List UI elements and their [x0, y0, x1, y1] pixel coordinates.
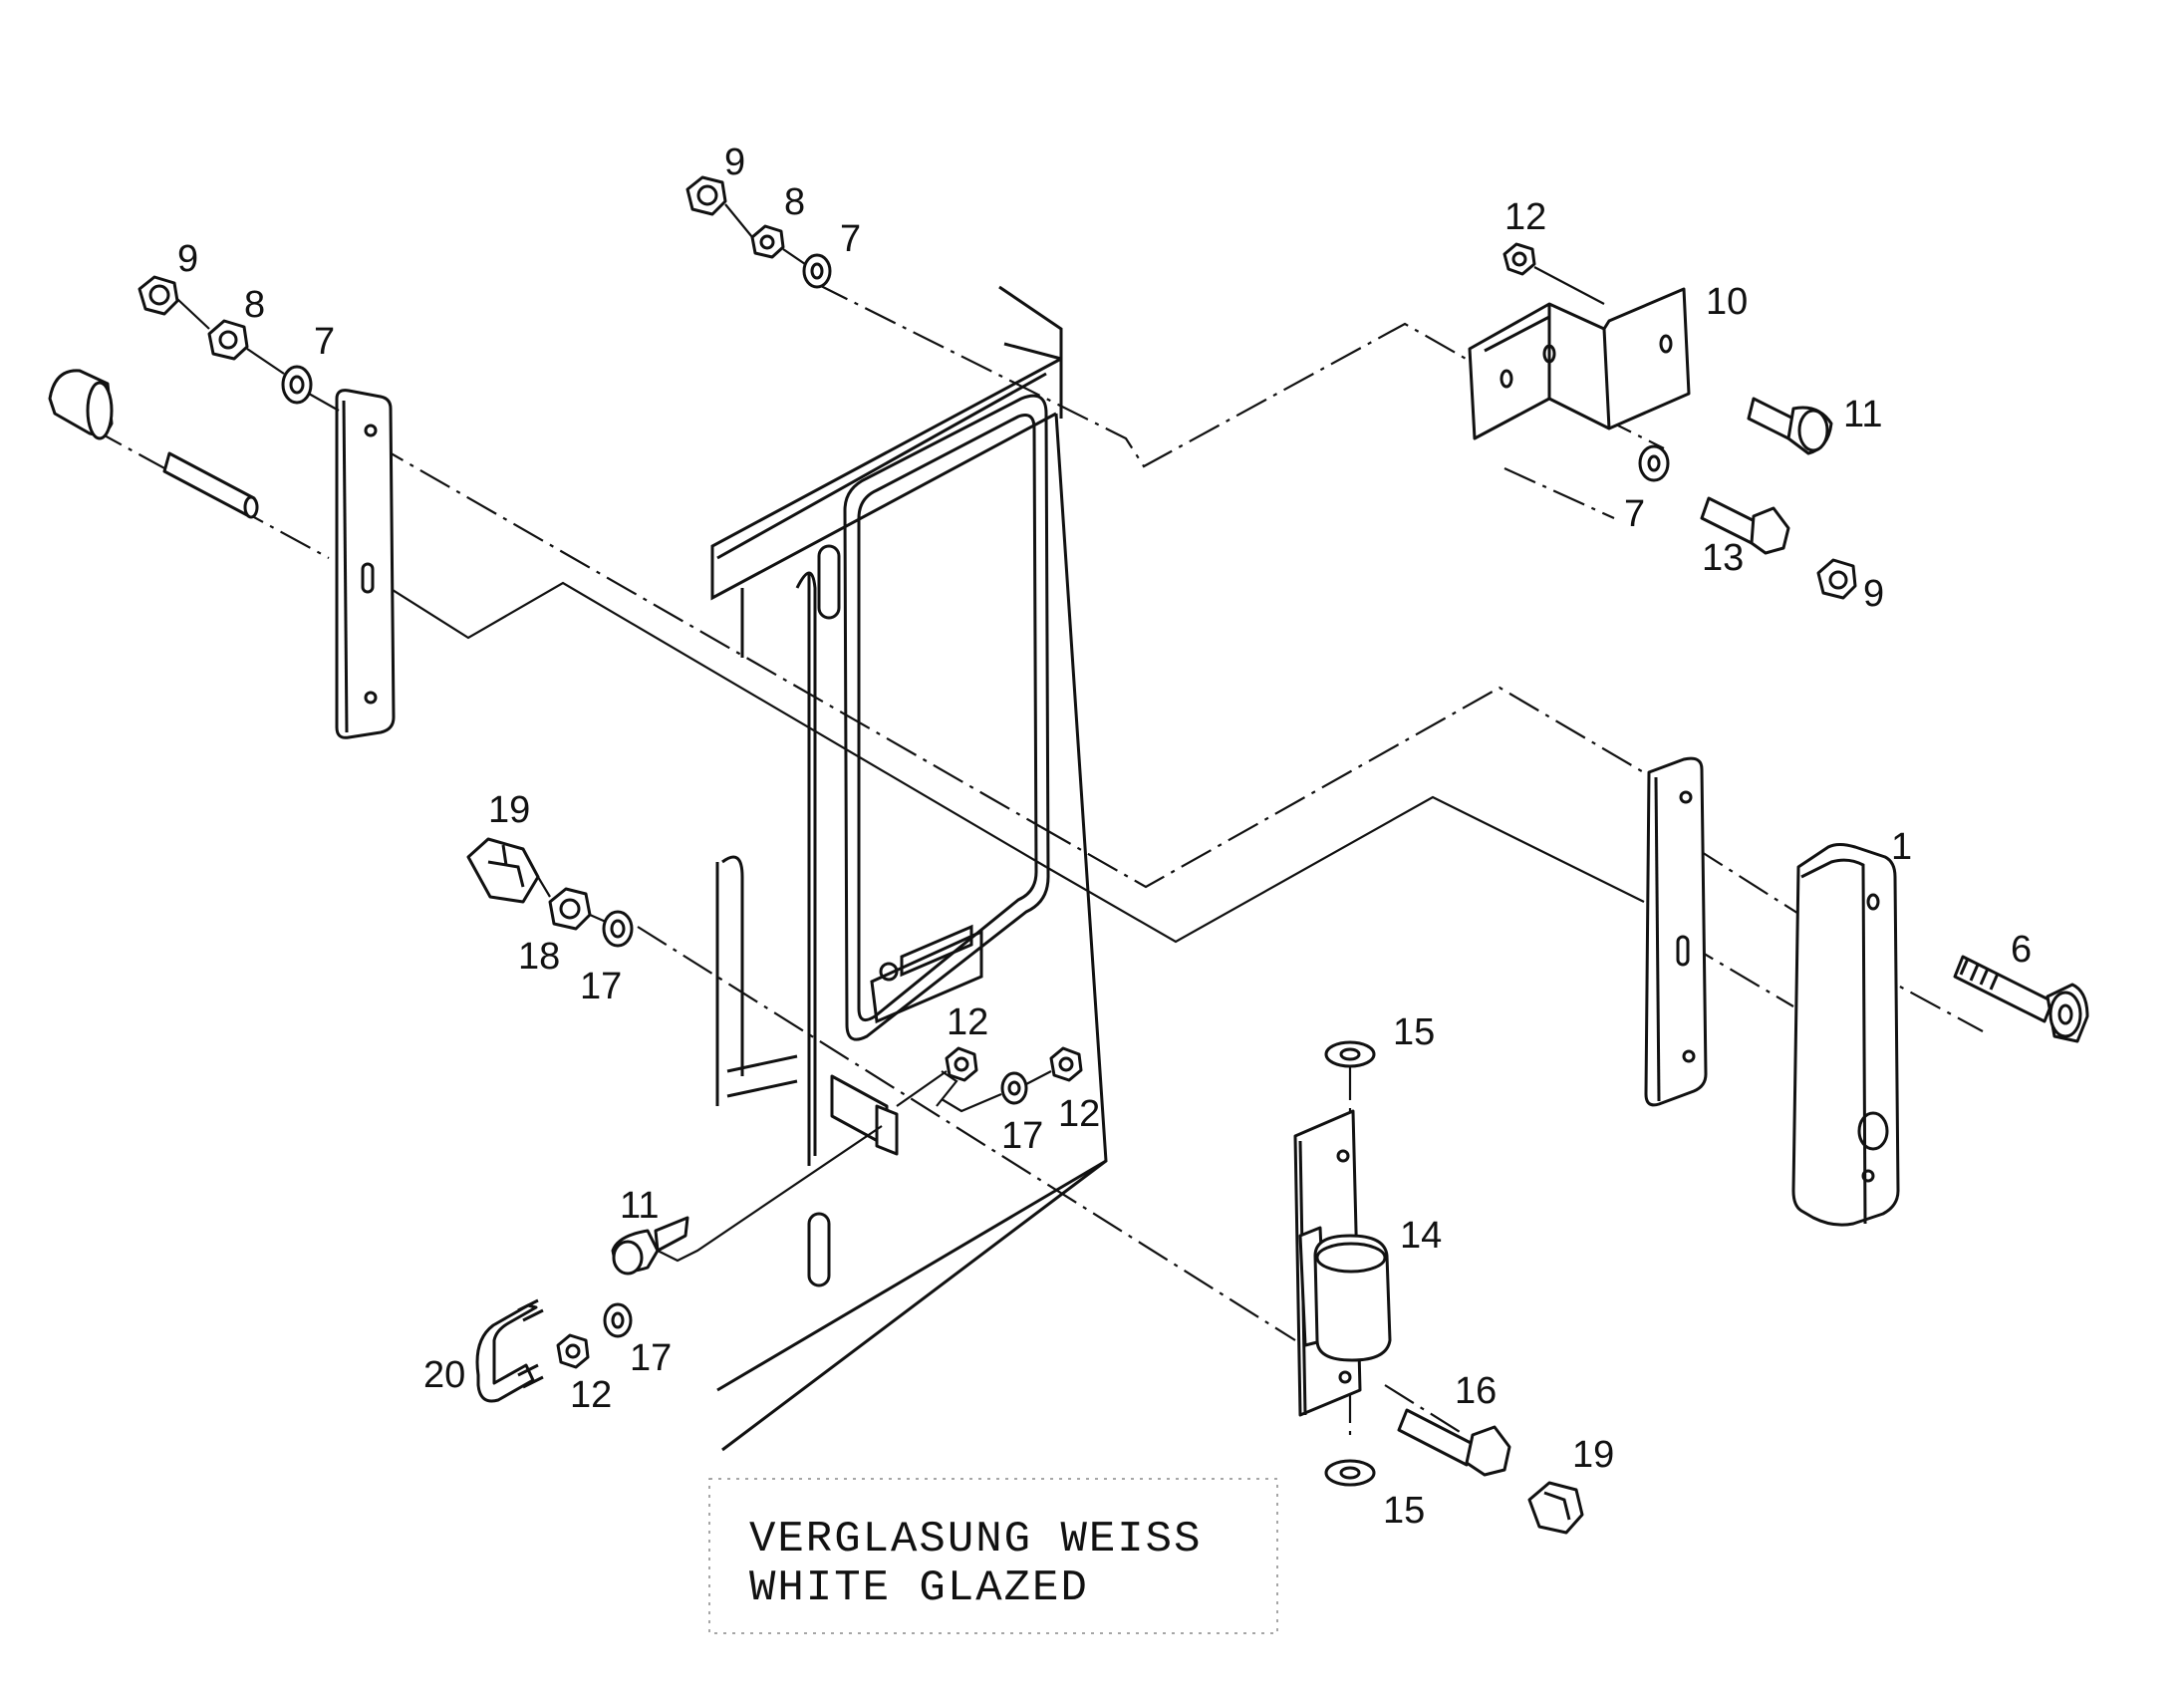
nut-12-mid: [945, 1046, 978, 1082]
bolt-13: [1700, 496, 1790, 555]
u-bolt-20: [475, 1298, 544, 1403]
nut-12-mid-right: [1049, 1046, 1083, 1082]
nut-8-top: [750, 224, 785, 259]
callout-17-lower: 17: [630, 1337, 672, 1379]
washer-17-left: [602, 910, 634, 948]
bolt-16: [1397, 1408, 1511, 1477]
washer-17-lower: [603, 1302, 633, 1338]
callout-13: 13: [1702, 537, 1744, 579]
bolt-11-lower: [611, 1216, 689, 1276]
nut-12-lower: [556, 1333, 590, 1369]
callout-6: 6: [2011, 929, 2032, 971]
washer-15-top: [1324, 1040, 1376, 1068]
callout-17-left: 17: [580, 966, 622, 1007]
callout-20: 20: [423, 1354, 465, 1396]
nut-18: [548, 887, 592, 931]
cap-nut-9-left: [137, 275, 179, 316]
nut-12-top: [1502, 242, 1536, 276]
left-mounting-plate: [335, 389, 396, 739]
bolt-11-right: [1747, 397, 1833, 455]
callout-14: 14: [1400, 1215, 1442, 1257]
callout-8-top: 8: [784, 181, 805, 223]
callout-10: 10: [1706, 281, 1748, 323]
nut-8-left: [207, 319, 249, 361]
cap-nut-19-left: [466, 837, 540, 904]
washer-7-left: [281, 365, 313, 405]
cap-nut-19-right: [1527, 1481, 1584, 1535]
hinge-14: [1293, 1109, 1392, 1417]
callout-15-top: 15: [1393, 1011, 1435, 1053]
washer-7-top: [802, 253, 832, 289]
callout-15-bottom: 15: [1383, 1490, 1425, 1532]
callout-7-right: 7: [1624, 493, 1645, 535]
callout-7-left: 7: [314, 321, 335, 363]
callout-12-mid-right: 12: [1058, 1093, 1100, 1135]
cap-nut-9-top: [685, 175, 727, 216]
callout-12-mid: 12: [947, 1001, 988, 1043]
caption-block: VERGLASUNG WEISS WHITE GLAZED: [708, 1478, 1278, 1634]
cap-nut-9-right: [1816, 558, 1857, 600]
callout-11-lower: 11: [620, 1185, 659, 1227]
callout-9-right: 9: [1863, 573, 1884, 615]
callout-9-left: 9: [177, 238, 198, 280]
caption-line-2: WHITE GLAZED: [749, 1564, 1089, 1613]
callout-17-mid: 17: [1001, 1115, 1043, 1157]
callout-12-lower: 12: [570, 1374, 612, 1416]
callout-9-top: 9: [724, 142, 745, 183]
caption-line-1: VERGLASUNG WEISS: [749, 1515, 1202, 1564]
angle-bracket-10: [1468, 287, 1691, 440]
handle-1: [1791, 843, 1900, 1227]
cab-door-frame: [710, 285, 1108, 1452]
leader-lines: [91, 283, 1984, 1436]
pin-rod: [162, 451, 259, 519]
callout-11-right: 11: [1843, 394, 1882, 435]
callout-1: 1: [1891, 826, 1912, 868]
callout-8-left: 8: [244, 284, 265, 326]
washer-15-bottom: [1324, 1459, 1376, 1487]
callout-19-right: 19: [1572, 1434, 1614, 1476]
right-mounting-plate: [1644, 756, 1708, 1107]
bolt-6: [1953, 955, 2089, 1043]
rubber-cap: [48, 369, 114, 440]
callout-7-top: 7: [840, 218, 861, 260]
callout-18: 18: [518, 936, 560, 978]
washer-7-right: [1638, 444, 1670, 482]
callout-19-left: 19: [488, 789, 530, 831]
washer-17-mid: [1000, 1071, 1028, 1105]
callout-labels: 9 8 7 9 8 7 12 10 11 7 13 9 1 6 19 18 17…: [177, 142, 2032, 1532]
callout-16: 16: [1455, 1370, 1497, 1412]
callout-12-top: 12: [1504, 196, 1546, 238]
